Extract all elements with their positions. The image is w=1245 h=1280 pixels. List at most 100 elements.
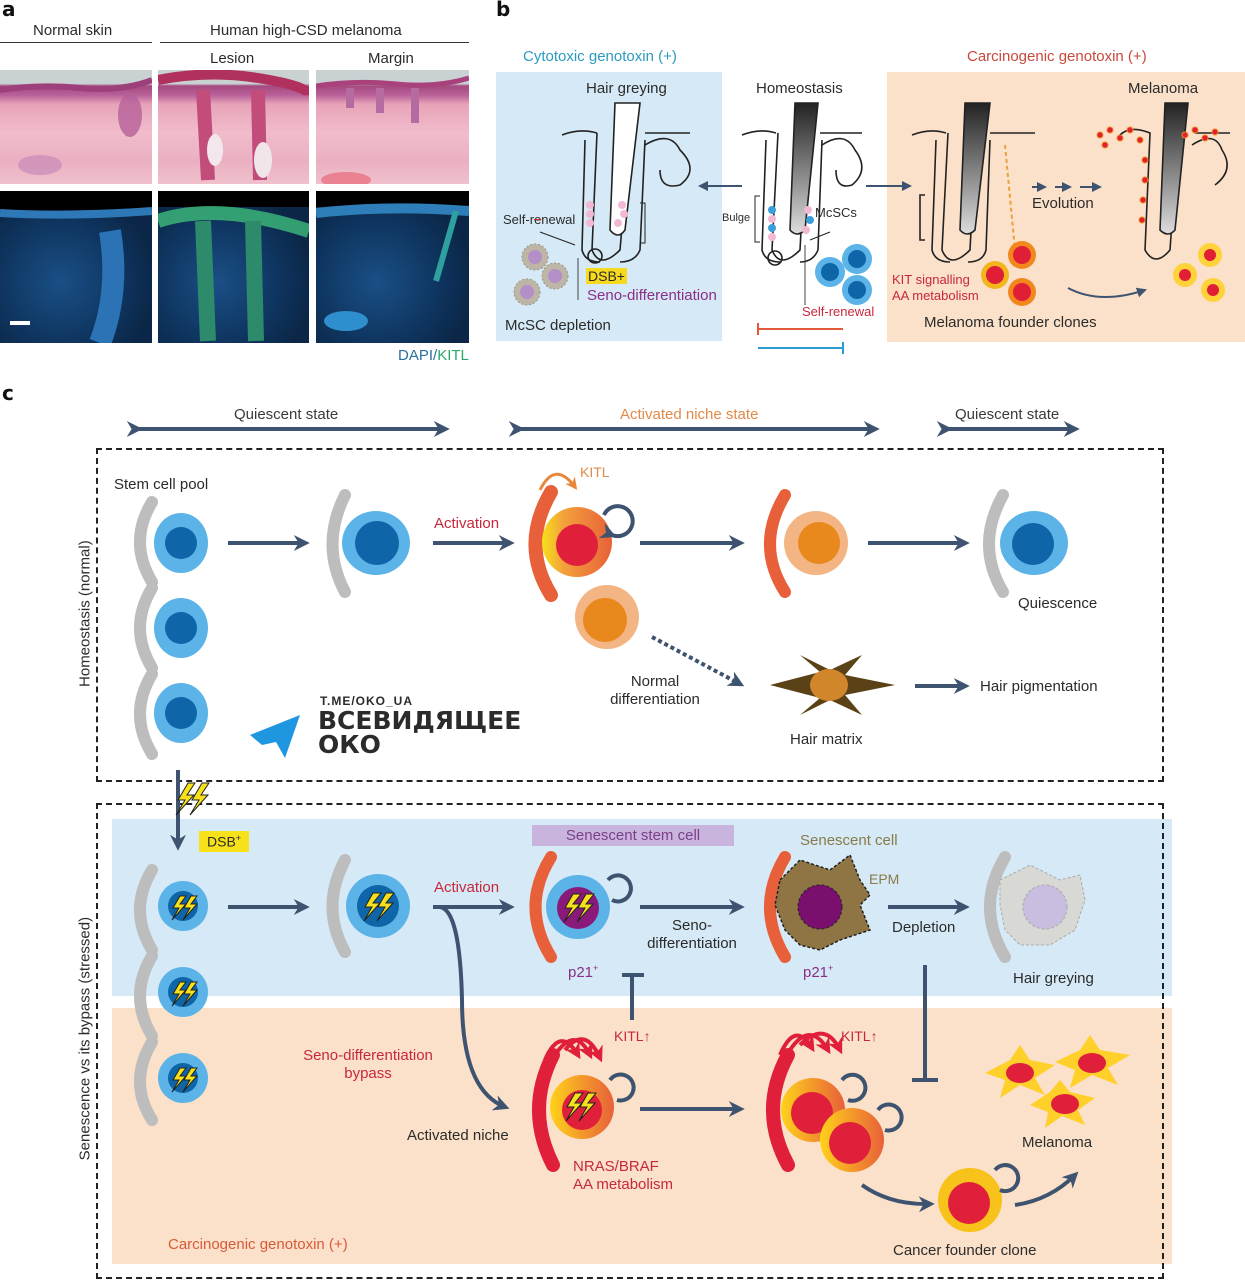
p21-text: p21: [568, 964, 594, 981]
bypass-arrow: [439, 905, 510, 1111]
follicle-homeostasis: [741, 102, 863, 266]
p21-sup: +: [593, 963, 599, 973]
self-renewal-post: newal: [541, 212, 576, 227]
dsb-badge: DSB+: [586, 268, 627, 285]
hair-matrix-label: Hair matrix: [790, 731, 863, 748]
seno-diff-label-2: differentiation: [647, 935, 737, 952]
watermark-line-1: ВСЕВИДЯЩЕЕ: [318, 706, 522, 735]
header-lesion: Lesion: [210, 50, 255, 67]
pink-cells: [586, 201, 628, 227]
senescent-cell-label: Senescent cell: [800, 832, 898, 849]
melanoma-label-c: Melanoma: [1022, 1134, 1093, 1151]
hair-greying-title: Hair greying: [586, 80, 667, 97]
mcsc-cells: [815, 244, 872, 305]
evolution-label: Evolution: [1032, 195, 1094, 212]
self-renewal-loop: [598, 504, 635, 539]
cancer-founder-label: Cancer founder clone: [893, 1242, 1037, 1259]
if-image-normal: [0, 191, 152, 343]
p21-label-2: p21+: [803, 963, 833, 981]
state-activated-niche: Activated niche state: [620, 406, 759, 423]
cytotoxic-label: Cytotoxic genotoxin (+): [523, 48, 677, 65]
p21-label-1: p21+: [568, 963, 598, 981]
bypass-region: [112, 1008, 1172, 1264]
normal-diff-label-2: differentiation: [610, 691, 700, 708]
he-image-lesion: [158, 70, 309, 184]
dsb-text: DSB: [207, 833, 236, 850]
watermark-line-2: ОКО: [318, 730, 381, 759]
p21-text-2: p21: [803, 964, 829, 981]
self-renewal-pre: Self-r: [503, 212, 535, 227]
watermark-url: T.ME/OKO_UA: [320, 694, 414, 708]
carcinogenic-label-c: Carcinogenic genotoxin (+): [168, 1236, 348, 1253]
aa-metabolism-label: AA metabolism: [892, 288, 979, 303]
bulge-label: Bulge: [722, 212, 751, 224]
activation-label-2: Activation: [434, 879, 500, 896]
inhibit-bar-2: [912, 965, 938, 1082]
p21-sup-2: +: [828, 963, 834, 973]
state-quiescent-1: Quiescent state: [234, 406, 339, 423]
header-melanoma: Human high-CSD melanoma: [210, 22, 402, 39]
lightning-icon: [175, 782, 210, 816]
stem-pool-niche: [134, 496, 158, 760]
he-image-margin: [316, 70, 469, 184]
panel-c-letter: c: [2, 381, 14, 405]
self-renewal-x: e: [534, 212, 542, 227]
lightning-icons: [171, 892, 598, 1122]
panel-a-letter: a: [2, 0, 16, 21]
header-normal-skin: Normal skin: [33, 22, 113, 39]
kitl-up-label-2: KITL↑: [841, 1028, 878, 1044]
mcscs-label: McSCs: [815, 205, 857, 220]
activation-label: Activation: [434, 515, 500, 532]
stain-dapi: DAPI: [398, 347, 434, 364]
telegram-icon: [250, 715, 300, 758]
self-renewal-loop-blocked: [606, 873, 633, 904]
inhibit-bar-1: [622, 973, 644, 1020]
seno-diff-label-1: Seno-: [671, 917, 713, 934]
bypass-label-2: bypass: [344, 1065, 392, 1082]
self-renewal-label: Self-renewal: [802, 304, 875, 319]
founder-clones-label: Melanoma founder clones: [924, 314, 1097, 331]
hair-matrix-cell: [770, 655, 895, 715]
self-renewal-blocked: Self-renewal: [503, 212, 576, 228]
epm-label: EPM: [869, 871, 900, 887]
melanoma-title: Melanoma: [1128, 80, 1199, 97]
stem-pool-cells: [154, 513, 208, 743]
stem-cell-pool-label: Stem cell pool: [114, 476, 209, 493]
if-image-margin: [316, 191, 469, 343]
kitl-up-label-1: KITL↑: [614, 1028, 651, 1044]
homeostasis-title: Homeostasis: [756, 80, 843, 97]
hair-pigmentation-label: Hair pigmentation: [980, 678, 1098, 695]
divider-normal: [0, 42, 152, 43]
stain-legend: DAPI/KITL: [398, 347, 469, 364]
kit-signalling-label: KIT signalling: [892, 272, 970, 287]
stressed-box: [96, 803, 1164, 1279]
stain-sep: /: [433, 347, 438, 364]
normal-diff-label-1: Normal: [630, 673, 680, 690]
row-label-homeostasis: Homeostasis (normal): [76, 540, 94, 687]
activated-niche-label: Activated niche: [407, 1127, 509, 1144]
homeostasis-box: [96, 448, 1164, 782]
dsb-sup: +: [235, 833, 242, 843]
mcsc-depletion-label: McSC depletion: [505, 317, 611, 334]
row-label-stressed: Senescence vs its bypass (stressed): [76, 916, 94, 1161]
melanoma-cells-c: [985, 1035, 1130, 1128]
hair-greying-label-c: Hair greying: [1013, 970, 1094, 987]
header-margin: Margin: [368, 50, 414, 67]
aa-metabolism-label-c: AA metabolism: [573, 1176, 674, 1193]
senescent-stem-cell-badge: Senescent stem cell: [532, 825, 734, 847]
carcinogenic-label: Carcinogenic genotoxin (+): [967, 48, 1147, 65]
divider-melanoma: [160, 42, 469, 43]
dsb-badge-c: DSB+: [199, 831, 250, 852]
kitl-label: KITL: [580, 464, 610, 480]
seno-diff-label: Seno-differentiation: [587, 287, 717, 304]
if-image-lesion: [158, 191, 309, 343]
panel-b-letter: b: [496, 0, 511, 21]
stain-kitl: KITL: [437, 347, 469, 364]
quiescence-label: Quiescence: [1018, 595, 1098, 612]
bypass-label-1: Seno-differentiation: [303, 1047, 433, 1064]
nras-braf-label: NRAS/BRAF: [573, 1158, 659, 1175]
panel-b-drawings: [513, 102, 1230, 354]
kitl-arrow: [538, 472, 578, 491]
state-quiescent-2: Quiescent state: [955, 406, 1060, 423]
